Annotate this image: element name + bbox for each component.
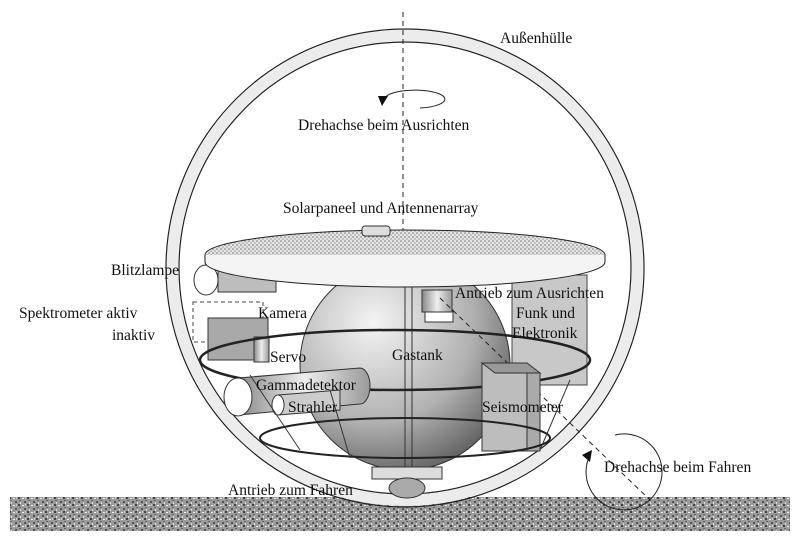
emitter [277,389,341,416]
label-seismometer: Seismometer [482,399,564,416]
drive-motor [371,466,443,480]
label-gamma-detector: Gammadetektor [256,377,357,394]
outer-shell-ring [165,28,645,508]
align-drive [421,289,453,313]
label-rotation-axis-align: Drehachse beim Ausrichten [298,117,470,134]
rotation-arrow-icon [384,89,446,109]
label-emitter: Strahler [288,399,338,416]
label-drive-motor: Antrieb zum Fahren [228,482,353,499]
label-radio-electronics-1: Funk und [516,305,575,322]
label-spectrometer-active: Spektrometer aktiv [19,305,138,322]
label-outer-shell: Außenhülle [500,30,572,47]
label-gas-tank: Gastank [392,347,443,364]
label-solar-panel: Solarpaneel und Antennenarray [283,200,479,217]
spectrometer-inactive-outline [192,301,264,343]
label-camera: Kamera [258,305,307,322]
lower-ring [259,417,551,459]
label-radio-electronics-2: Elektronik [512,325,578,342]
label-spectrometer-inactive: inaktiv [112,327,155,344]
label-flash-lamp: Blitzlampe [111,262,179,279]
label-servo: Servo [270,349,306,366]
label-rotation-axis-drive: Drehachse beim Fahren [604,459,751,476]
servo [253,336,270,363]
label-align-drive: Antrieb zum Ausrichten [455,285,604,302]
drive-rotation-arrow-icon [585,433,663,511]
upper-ring [198,328,592,392]
